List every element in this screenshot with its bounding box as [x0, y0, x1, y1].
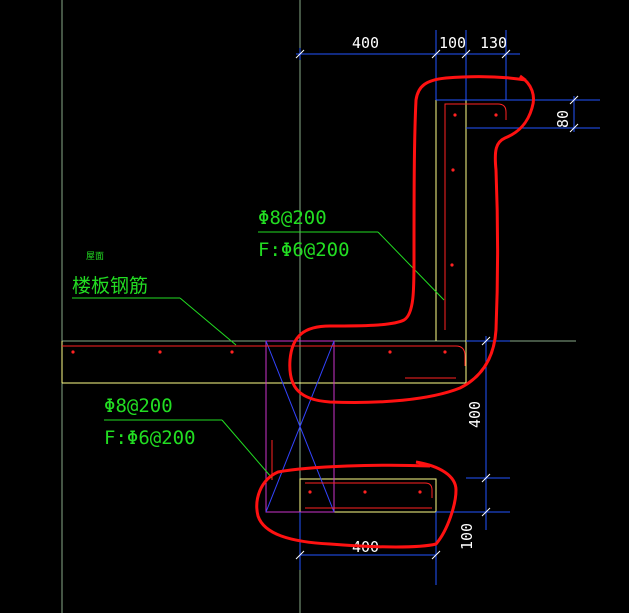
lower-distribution-rebar-label: F:Φ6@200 [104, 427, 196, 449]
markup-circle-upper [288, 74, 535, 404]
dim-right-400: 400 [466, 401, 484, 428]
rebar-dots [71, 113, 498, 494]
dimension-lines [296, 30, 600, 585]
dim-top-130: 130 [480, 34, 507, 52]
lower-main-rebar-label: Φ8@200 [104, 395, 173, 417]
dim-top-100: 100 [439, 34, 466, 52]
dimension-ticks [295, 49, 579, 560]
upper-distribution-rebar-label: F:Φ6@200 [258, 239, 350, 261]
dim-right-80: 80 [554, 110, 572, 128]
markup-circle-lower [255, 460, 458, 549]
roof-label: 屋面 [86, 251, 104, 262]
upper-main-rebar-label: Φ8@200 [258, 207, 327, 229]
slab-outline [61, 99, 467, 513]
rebar-lines [62, 103, 507, 509]
dim-top-400: 400 [352, 34, 379, 52]
dim-right-100: 100 [458, 523, 476, 550]
slab-rebar-label: 楼板钢筋 [72, 275, 148, 297]
leader-lines [72, 231, 445, 479]
